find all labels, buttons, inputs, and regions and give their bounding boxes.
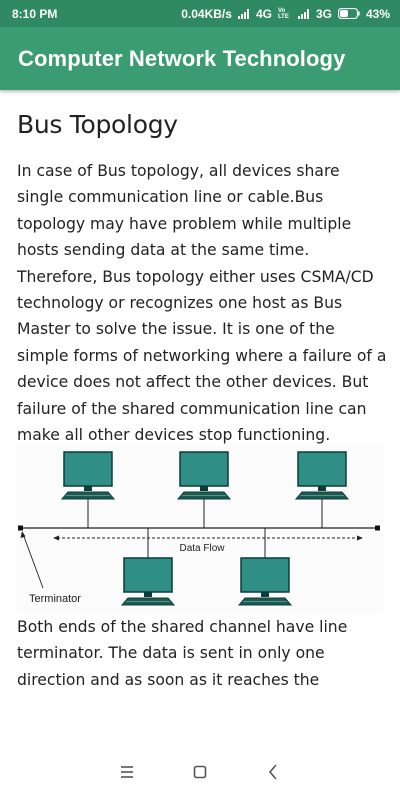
computer-top-1 xyxy=(61,451,115,500)
terminator-right xyxy=(375,525,380,531)
status-bar: 8:10 PM 0.04KB/s 4G Vo LTE 3G 43% xyxy=(0,0,400,27)
network-type-3g: 3G xyxy=(315,6,332,21)
data-flow-label: Data Flow xyxy=(179,543,225,554)
battery-level: 43% xyxy=(365,6,390,21)
bus-topology-graphic: Data Flow Terminator xyxy=(18,451,380,606)
volte-indicator: Vo LTE xyxy=(277,7,289,20)
article-paragraph-1: In case of Bus topology, all devices sha… xyxy=(17,162,387,445)
signal-icon-2 xyxy=(297,8,309,19)
status-indicators: 0.04KB/s 4G Vo LTE 3G 43% xyxy=(181,7,390,21)
menu-icon[interactable] xyxy=(112,761,142,783)
network-type-4g: 4G xyxy=(255,6,272,21)
status-speed: 0.04KB/s xyxy=(181,6,232,21)
article-paragraph-2: Both ends of the shared channel have lin… xyxy=(17,618,348,689)
app-bar: Computer Network Technology xyxy=(0,27,400,90)
bus-topology-diagram: Data Flow Terminator xyxy=(17,446,383,614)
computer-top-2 xyxy=(177,451,231,500)
signal-icon xyxy=(237,8,249,19)
article-content[interactable]: Bus Topology In case of Bus topology, al… xyxy=(0,90,400,695)
status-time: 8:10 PM xyxy=(12,6,58,21)
battery-icon xyxy=(337,8,360,19)
terminator-left xyxy=(18,525,23,531)
home-square-icon[interactable] xyxy=(185,761,215,783)
computer-top-3 xyxy=(295,451,349,500)
computer-bottom-1 xyxy=(121,557,175,606)
computer-bottom-2 xyxy=(238,557,292,606)
back-icon[interactable] xyxy=(258,761,288,783)
terminator-pointer xyxy=(22,533,44,589)
article-heading: Bus Topology xyxy=(17,110,178,139)
terminator-label: Terminator xyxy=(29,593,81,605)
app-title: Computer Network Technology xyxy=(18,45,346,71)
navigation-bar xyxy=(0,695,400,800)
